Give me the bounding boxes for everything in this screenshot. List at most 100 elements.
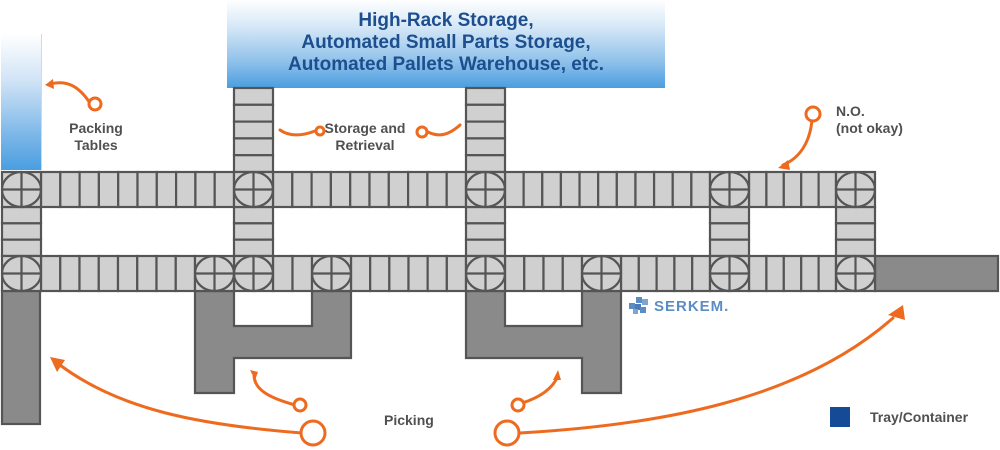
conveyor-roller — [637, 254, 658, 293]
label-packing-line2: Tables — [74, 137, 118, 153]
label-no-line2: (not okay) — [836, 120, 903, 136]
conveyor-roller — [329, 170, 352, 209]
conveyor-roller — [213, 170, 236, 209]
conveyor-roller — [349, 254, 372, 293]
arrow-to-outlet — [493, 305, 905, 447]
conveyor-roller — [117, 170, 139, 209]
connector-roller — [0, 238, 43, 258]
arrow-to-outlet-origin — [493, 419, 521, 447]
conveyor-roller — [426, 254, 448, 293]
turntable — [464, 170, 507, 209]
legend-swatch-tray — [830, 407, 850, 427]
connector-roller — [708, 222, 751, 241]
conveyor-roller — [291, 254, 314, 293]
turntable — [0, 170, 43, 209]
conveyor-roller — [155, 254, 177, 293]
conveyor-roller — [368, 170, 390, 209]
connector-roller — [232, 238, 275, 258]
conveyor-roller — [655, 254, 676, 293]
conveyor-roller — [39, 254, 62, 293]
conveyor-roller — [78, 254, 100, 293]
arrow-packing-tables-origin — [87, 96, 103, 112]
turntable — [834, 170, 877, 209]
label-packing-tables: Packing Tables — [56, 120, 136, 154]
storage-lift-roller — [464, 120, 507, 140]
arrow-picking-2-head — [553, 370, 561, 380]
turntable — [232, 170, 275, 209]
conveyor-roller — [97, 170, 120, 209]
connector-roller — [232, 222, 275, 241]
storage-lift-roller — [232, 103, 275, 123]
storage-lift-roller — [232, 120, 275, 140]
arrow-not-okay — [778, 105, 822, 170]
conveyor-network — [0, 86, 877, 293]
conveyor-roller — [407, 170, 429, 209]
label-picking: Picking — [384, 412, 434, 428]
connector-roller — [834, 238, 877, 258]
arrow-packing-tables-line — [48, 81, 92, 105]
label-storage-retrieval: Storage and Retrieval — [310, 120, 420, 154]
conveyor-roller — [445, 170, 468, 209]
storage-system-box — [227, 0, 665, 88]
turntable — [464, 254, 507, 293]
label-no-line1: N.O. — [836, 103, 865, 119]
arrow-to-packing-line — [58, 363, 304, 435]
serkem-wordmark: SERKEM. — [654, 297, 730, 315]
conveyor-roller — [634, 170, 656, 209]
turntable — [193, 254, 236, 293]
picking-station-1 — [193, 289, 353, 395]
arrow-not-okay-head — [778, 160, 790, 170]
conveyor-roller — [97, 254, 120, 293]
label-not-okay: N.O. (not okay) — [836, 103, 903, 137]
arrow-to-outlet-head — [888, 305, 905, 320]
connector-roller — [232, 205, 275, 225]
storage-lift-roller — [464, 137, 507, 157]
conveyor-roller — [652, 170, 674, 209]
connector-roller — [708, 205, 751, 225]
conveyor-roller — [59, 254, 81, 293]
conveyor-roller — [175, 170, 197, 209]
serkem-brand: SERKEM. — [627, 296, 729, 316]
arrow-to-packing — [50, 357, 327, 447]
packing-table-block — [1, 34, 42, 170]
conveyor-roller — [407, 254, 429, 293]
conveyor-roller — [155, 170, 178, 209]
legend-label-tray: Tray/Container — [870, 409, 969, 425]
conveyor-roller — [78, 170, 100, 209]
arrow-to-packing-head — [50, 357, 65, 372]
storage-lift-roller — [464, 154, 507, 174]
conveyor-roller — [619, 254, 640, 293]
conveyor-roller — [503, 170, 525, 209]
title-line-3: Automated Pallets Warehouse, etc. — [287, 54, 605, 75]
arrow-to-packing-origin — [299, 419, 327, 447]
arrow-storage-right-origin — [415, 125, 429, 139]
conveyor-roller — [782, 170, 803, 209]
conveyor-roller — [39, 170, 62, 209]
conveyor-roller — [671, 170, 693, 209]
conveyor-roller — [542, 254, 564, 293]
conveyor-roller — [136, 170, 158, 209]
conveyor-roller — [194, 170, 216, 209]
legend: Tray/Container — [830, 407, 968, 427]
conveyor-roller — [271, 170, 294, 209]
label-packing-line1: Packing — [69, 120, 123, 136]
storage-system-title: High-Rack Storage, Automated Small Parts… — [227, 10, 665, 76]
conveyor-roller — [782, 254, 803, 293]
arrow-to-outlet-line — [518, 316, 895, 435]
conveyor-roller — [59, 170, 81, 209]
label-storage-line1: Storage and — [324, 120, 406, 136]
outlet-right — [873, 254, 1000, 293]
turntable — [0, 254, 43, 293]
conveyor-roller — [691, 254, 712, 293]
flow-arrows — [45, 79, 905, 447]
connector-roller — [464, 238, 507, 258]
arrow-picking-1-origin — [292, 397, 308, 413]
conveyor-roller — [445, 254, 468, 293]
conveyor-roller — [291, 170, 313, 209]
arrow-picking-2-origin — [510, 397, 526, 413]
turntable — [708, 170, 751, 209]
conveyor-roller — [349, 170, 371, 209]
arrow-picking-1-head — [250, 370, 258, 380]
conveyor-roller — [578, 170, 600, 209]
